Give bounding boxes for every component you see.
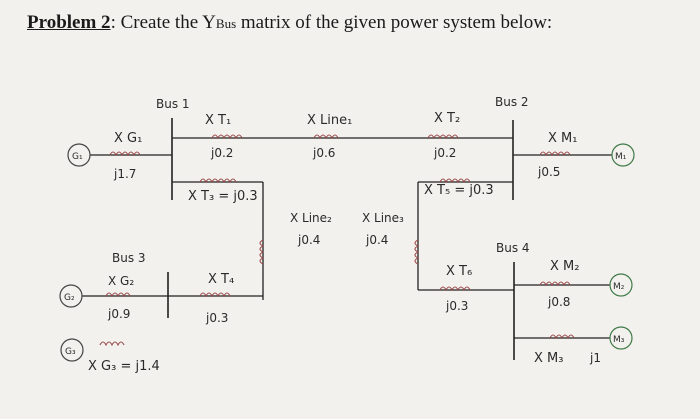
g2-label: G₂ — [64, 293, 75, 303]
xline2-coil-vertical — [259, 239, 265, 265]
xm1-value: j0.5 — [537, 165, 560, 179]
bus4-label: Bus 4 — [496, 241, 530, 255]
xm2-label: X M₂ — [550, 259, 579, 274]
bus3-label: Bus 3 — [112, 251, 146, 265]
xg1-value: j1.7 — [113, 167, 136, 181]
m3-symbol — [609, 326, 633, 350]
bus1-label: Bus 1 — [156, 97, 190, 111]
xm3-coil — [549, 334, 575, 340]
xline2-label: X Line₂ — [290, 211, 332, 225]
xt1-label: X T₁ — [205, 113, 231, 128]
xline1-value: j0.6 — [312, 146, 335, 160]
xt4-coil — [199, 292, 231, 298]
problem-text-after: matrix of the given power system below: — [236, 12, 553, 33]
xt2-value: j0.2 — [433, 146, 456, 160]
problem-text-before: : Create the Y — [110, 12, 216, 33]
xm1-coil — [539, 151, 571, 157]
xline3-value: j0.4 — [365, 233, 388, 247]
m1-symbol — [611, 143, 635, 167]
xt3-coil — [199, 178, 237, 184]
xt6-coil — [439, 286, 471, 292]
xt4-label: X T₄ — [208, 272, 234, 287]
xt1-coil — [211, 134, 243, 140]
xm1-label: X M₁ — [548, 131, 577, 146]
xm2-coil — [539, 281, 571, 287]
xm3-label: X M₃ — [534, 351, 563, 366]
xline1-coil — [313, 134, 339, 140]
xg3-label: X G₃ = j1.4 — [88, 359, 160, 374]
bus2-label: Bus 2 — [495, 95, 529, 109]
g1-symbol — [67, 143, 91, 167]
g3-symbol — [60, 338, 84, 362]
xt2-label: X T₂ — [434, 111, 460, 126]
xm3-value: j1 — [589, 351, 601, 365]
xg2-label: X G₂ — [108, 274, 134, 288]
m1-label: M₁ — [615, 152, 627, 162]
xt6-value: j0.3 — [445, 299, 468, 313]
xline2-value: j0.4 — [297, 233, 320, 247]
xline3-coil-vertical — [414, 239, 420, 265]
xg1-label: X G₁ — [114, 131, 142, 146]
xt4-value: j0.3 — [205, 311, 228, 325]
xt1-value: j0.2 — [210, 146, 233, 160]
g1-label: G₁ — [72, 152, 83, 162]
xt6-label: X T₆ — [446, 264, 472, 279]
m2-symbol — [609, 273, 633, 297]
xg3-coil — [99, 341, 125, 347]
xt2-coil — [427, 134, 459, 140]
m2-label: M₂ — [613, 282, 625, 292]
xt3-label: X T₃ = j0.3 — [188, 189, 258, 204]
problem-label: Problem 2 — [27, 12, 111, 33]
g3-label: G₃ — [65, 347, 76, 357]
xm2-value: j0.8 — [547, 295, 570, 309]
g2-symbol — [59, 284, 83, 308]
xt5-coil — [439, 178, 471, 184]
xg2-value: j0.9 — [107, 307, 130, 321]
problem-statement: Problem 2: Create the YBus matrix of the… — [27, 12, 552, 34]
m3-label: M₃ — [613, 335, 625, 345]
xline1-label: X Line₁ — [307, 113, 352, 128]
xline3-label: X Line₃ — [362, 211, 404, 225]
xt5-label: X T₅ = j0.3 — [424, 183, 494, 198]
ybus-subscript: Bus — [215, 16, 237, 31]
xg1-coil — [109, 151, 141, 157]
xg2-coil — [105, 292, 131, 298]
